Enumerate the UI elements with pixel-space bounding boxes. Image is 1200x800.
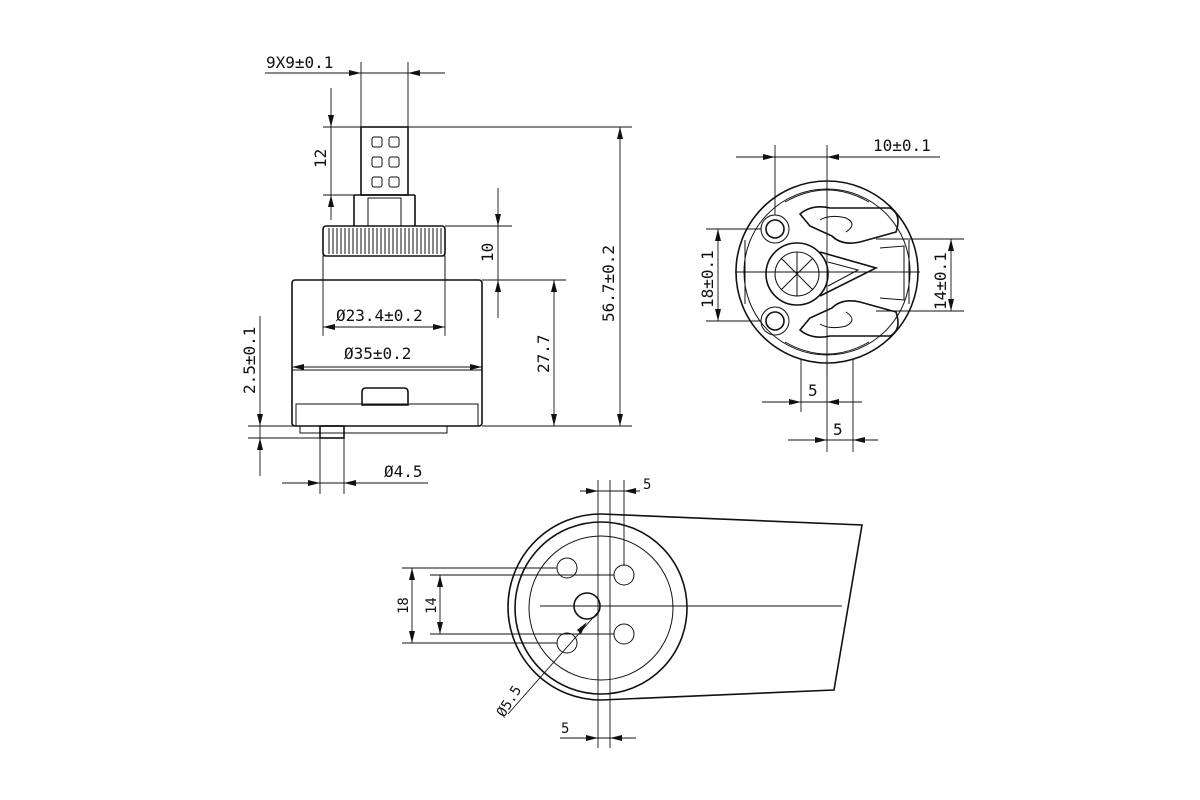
dim-label: 10±0.1 — [873, 136, 931, 155]
dim-body-height: 27.7 — [482, 279, 566, 426]
dim-knurl-height: 10 — [445, 188, 512, 318]
dim-label: 18±0.1 — [698, 250, 717, 308]
dim-14: 14 — [424, 574, 614, 635]
dim-bottom-offset: 2.5±0.1 — [240, 316, 320, 476]
spline-stem — [353, 126, 416, 227]
dim-bottom-5b: 5 — [788, 360, 878, 452]
cartridge-body — [291, 279, 483, 439]
knurled-ring — [322, 225, 446, 281]
dim-label: 9X9±0.1 — [266, 53, 333, 72]
dim-hole-spacing-right: 14±0.1 — [876, 238, 964, 312]
base-view: 5 18 14 Ø5.5 — [396, 477, 863, 748]
dim-label: 5 — [643, 477, 651, 493]
dim-outer-diameter: Ø35±0.2 — [292, 344, 482, 370]
top-view: 10±0.1 18±0.1 14±0.1 5 — [698, 136, 964, 452]
dim-label: Ø4.5 — [384, 462, 423, 481]
dim-label: 27.7 — [534, 334, 553, 373]
dim-bottom-5a: 5 — [762, 360, 862, 452]
dim-label: 5 — [561, 721, 569, 737]
dim-label: 14 — [424, 597, 440, 614]
dim-label: 10 — [478, 243, 497, 262]
dim-hole-offset: 10±0.1 — [736, 136, 940, 215]
dim-top-5: 5 — [580, 477, 651, 566]
dim-label: 56.7±0.2 — [599, 245, 618, 322]
dim-label: 18 — [396, 597, 412, 614]
dim-stem-height: 12 — [311, 88, 361, 220]
dim-label: 5 — [833, 420, 843, 439]
dim-label: 14±0.1 — [931, 252, 950, 310]
dim-label: Ø35±0.2 — [344, 344, 411, 363]
dim-center-diameter: Ø5.5 — [494, 611, 599, 720]
dim-label: 2.5±0.1 — [240, 327, 259, 394]
dim-pin-diameter: Ø4.5 — [282, 438, 428, 494]
dim-label: 5 — [808, 381, 818, 400]
dim-18: 18 — [396, 567, 557, 644]
dim-total-height: 56.7±0.2 — [408, 126, 632, 427]
dim-hole-spacing-left: 18±0.1 — [698, 228, 761, 322]
dim-inner-diameter: Ø23.4±0.2 — [322, 280, 446, 336]
side-view: 9X9±0.1 12 10 56.7±0.2 — [240, 53, 632, 494]
dim-spline-width: 9X9±0.1 — [265, 53, 445, 127]
dim-label: Ø5.5 — [494, 683, 525, 720]
dim-label: Ø23.4±0.2 — [336, 306, 423, 325]
dim-bottom-5: 5 — [560, 721, 636, 741]
dim-label: 12 — [311, 149, 330, 168]
